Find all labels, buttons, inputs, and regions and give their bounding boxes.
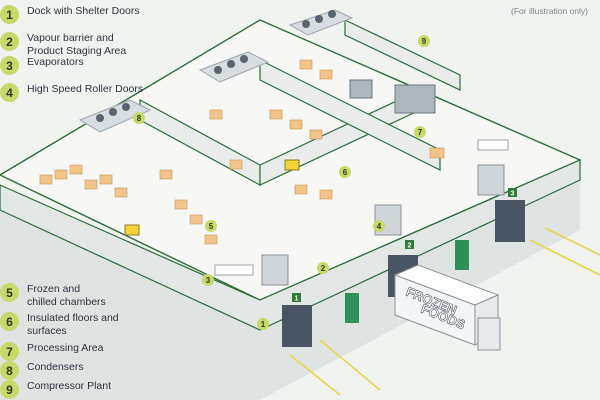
dock-tag-2: 2 <box>408 243 412 250</box>
legend-label-1: Dock with Shelter Doors <box>27 5 140 17</box>
legend-item-4: 4 High Speed Roller Doors <box>0 83 143 102</box>
legend-item-6: 6 Insulated floors and surfaces <box>0 312 119 337</box>
marker-1: 1 <box>261 320 266 329</box>
legend-label-2: Vapour barrier and Product Staging Area <box>27 32 127 57</box>
dock-tag-1: 1 <box>295 296 299 303</box>
dock-tag-3: 3 <box>511 191 515 198</box>
legend-item-7: 7 Processing Area <box>0 342 103 361</box>
diagram-markers: 1 2 3 4 5 6 7 8 9 <box>133 35 430 330</box>
legend-label-5: Frozen and chilled chambers <box>27 283 106 308</box>
legend-label-4: High Speed Roller Doors <box>27 83 144 95</box>
legend-item-2: 2 Vapour barrier and Product Staging Are… <box>0 32 126 57</box>
forklift-icon <box>124 159 300 236</box>
truck: FROZEN FOODS <box>393 264 501 351</box>
marker-3: 3 <box>206 276 211 285</box>
marker-5: 5 <box>209 222 214 231</box>
legend-label-8: Condensers <box>27 361 84 373</box>
green-doors <box>345 240 469 323</box>
legend-label-7: Processing Area <box>27 342 104 354</box>
loading-bay-lines <box>289 227 600 396</box>
marker-4: 4 <box>377 222 382 231</box>
legend-item-1: 1 Dock with Shelter Doors <box>0 5 140 24</box>
evaporator-units <box>214 139 509 276</box>
marker-9: 9 <box>422 37 427 46</box>
legend-item-8: 8 Condensers <box>0 361 84 380</box>
legend-number-3: 3 <box>0 56 19 75</box>
legend-item-3: 3 Evaporators <box>0 56 84 75</box>
marker-8: 8 <box>137 114 142 123</box>
marker-6: 6 <box>343 168 348 177</box>
legend-number-4: 4 <box>0 83 19 102</box>
building-base <box>0 160 580 400</box>
condenser-units <box>78 9 354 133</box>
legend-number-1: 1 <box>0 5 19 24</box>
legend-number-6: 6 <box>0 312 19 331</box>
legend-item-5: 5 Frozen and chilled chambers <box>0 283 106 308</box>
marker-2: 2 <box>321 264 326 273</box>
legend-number-8: 8 <box>0 361 19 380</box>
legend: 1 Dock with Shelter Doors 2 Vapour barri… <box>0 0 168 400</box>
front-wall <box>0 159 581 331</box>
illustration-note: (For illustration only) <box>511 6 588 16</box>
legend-label-9: Compressor Plant <box>27 380 112 392</box>
legend-label-3: Evaporators <box>27 56 84 68</box>
legend-number-9: 9 <box>0 380 19 399</box>
dock-number-tags: 1 2 3 <box>292 188 517 303</box>
legend-label-6: Insulated floors and surfaces <box>27 312 119 337</box>
marker-7: 7 <box>418 128 423 137</box>
legend-item-9: 9 Compressor Plant <box>0 380 111 399</box>
legend-number-7: 7 <box>0 342 19 361</box>
processing-machines <box>349 79 436 114</box>
legend-number-2: 2 <box>0 32 19 51</box>
storage-racks <box>39 59 445 245</box>
roller-doors <box>261 164 505 286</box>
legend-number-5: 5 <box>0 283 19 302</box>
